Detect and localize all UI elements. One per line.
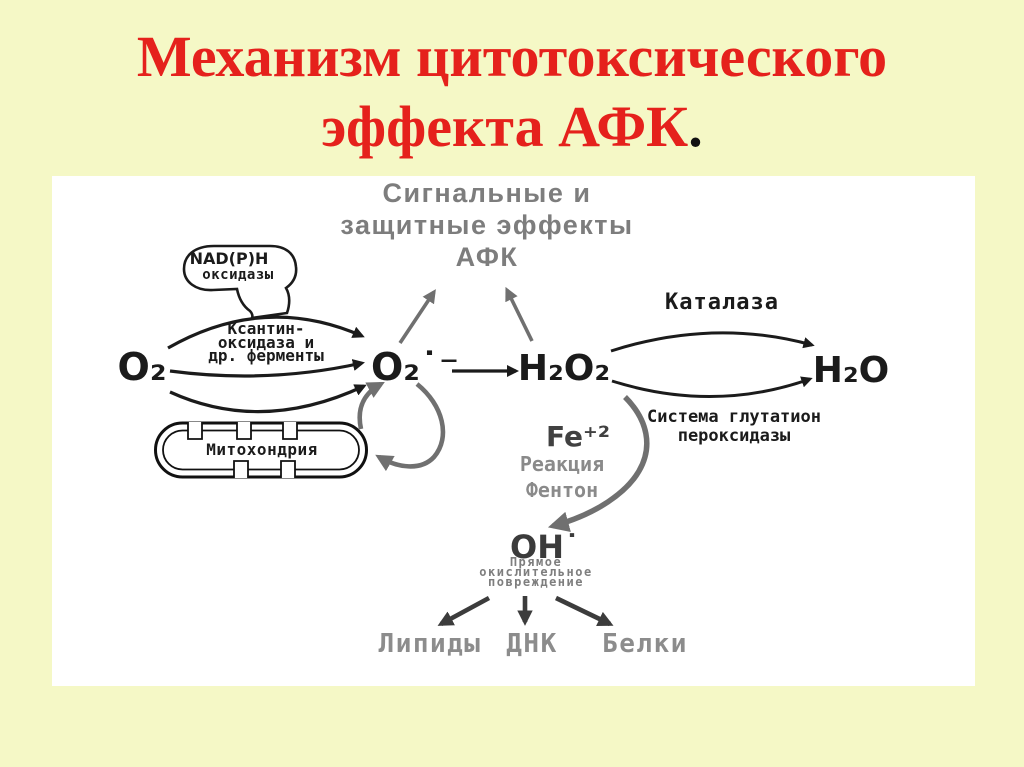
title-line1: Механизм цитотоксического	[136, 24, 888, 89]
signal-line2: защитные эффекты	[340, 210, 634, 240]
enzymes-line2: оксидаза и	[217, 332, 315, 352]
glutathione-line2: пероксидазы	[677, 426, 791, 446]
mitochondria-crista	[280, 460, 296, 478]
superoxide-to-mitochondria-arrow	[375, 382, 446, 472]
oh-to-proteins-arrow	[555, 595, 614, 627]
slide-title: Механизм цитотоксического эффекта АФК.	[0, 22, 1024, 162]
oxidative-damage-label: Прямое окислительное повреждение	[479, 555, 593, 589]
h2o2-to-h2o-glutathione-arrow	[611, 376, 813, 398]
h2o2-to-h2o-catalase-arrow	[610, 331, 815, 353]
fenton-reaction-label: Реакция Фентон	[520, 451, 604, 503]
damage-line2: окислительное	[479, 565, 593, 579]
title-line2-text: эффекта АФК	[321, 94, 689, 159]
mitochondria-crista	[236, 422, 252, 440]
mitochondria-to-superoxide-arrow	[357, 381, 385, 430]
oxygen-molecule: O₂	[117, 345, 167, 389]
target-lipids-label: Липиды	[378, 629, 482, 659]
damage-line3: повреждение	[488, 575, 584, 589]
nadph-oxidase-label-line2: оксидазы	[202, 267, 274, 283]
glutathione-line1: Система глутатион	[647, 407, 821, 427]
water-molecule: H₂O	[812, 350, 890, 391]
superoxide-to-signal-arrow	[398, 289, 436, 344]
catalase-label: Каталаза	[665, 290, 779, 315]
hydrogen-peroxide-molecule: H₂O₂	[517, 348, 611, 389]
o2-to-superoxide-arrow-upper	[167, 315, 365, 350]
nadph-oxidase-label-line1: NAD(P)H	[189, 249, 269, 268]
h2o2-to-hydroxyl-fenton-arrow	[547, 395, 650, 532]
fenton-line1: Реакция	[519, 452, 605, 476]
mitochondria-inner-membrane	[162, 429, 360, 471]
oh-to-lipids-arrow	[437, 595, 491, 627]
mitochondria-crista	[187, 422, 203, 440]
fenton-line2: Фентон	[525, 478, 599, 502]
mitochondria-outer-membrane	[154, 421, 368, 479]
enzymes-line1: Ксантин-	[227, 319, 305, 338]
target-dna-label: ДНК	[506, 629, 558, 659]
glutathione-peroxidase-label: Система глутатион пероксидазы	[647, 408, 821, 446]
xanthine-oxidase-label: Ксантин- оксидаза и др. ферменты	[208, 319, 324, 365]
hydroxyl-radical-molecule: OH˙	[510, 528, 580, 566]
mitochondria-crista	[233, 460, 249, 478]
o2-to-superoxide-arrow-middle	[169, 359, 365, 378]
o2-to-superoxide-arrow-lower	[169, 384, 367, 414]
mitochondria-label: Митохондрия	[206, 440, 318, 459]
title-period: .	[688, 94, 703, 159]
h2o2-to-signal-arrow	[505, 286, 534, 342]
signal-line3: АФК	[455, 242, 519, 272]
nadph-oxidase-blob	[182, 244, 298, 320]
enzymes-line3: др. ферменты	[208, 346, 324, 365]
damage-line1: Прямое	[509, 555, 563, 569]
signal-effects-label: Сигнальные и защитные эффекты АФК	[340, 177, 633, 273]
signal-line1: Сигнальные и	[382, 178, 592, 208]
title-line2: эффекта АФК.	[0, 92, 1024, 162]
target-proteins-label: Белки	[602, 629, 688, 659]
mitochondria-crista	[282, 422, 298, 440]
superoxide-molecule: O₂˙⁻	[370, 345, 460, 389]
iron-ion-label: Fe⁺²	[545, 420, 611, 453]
